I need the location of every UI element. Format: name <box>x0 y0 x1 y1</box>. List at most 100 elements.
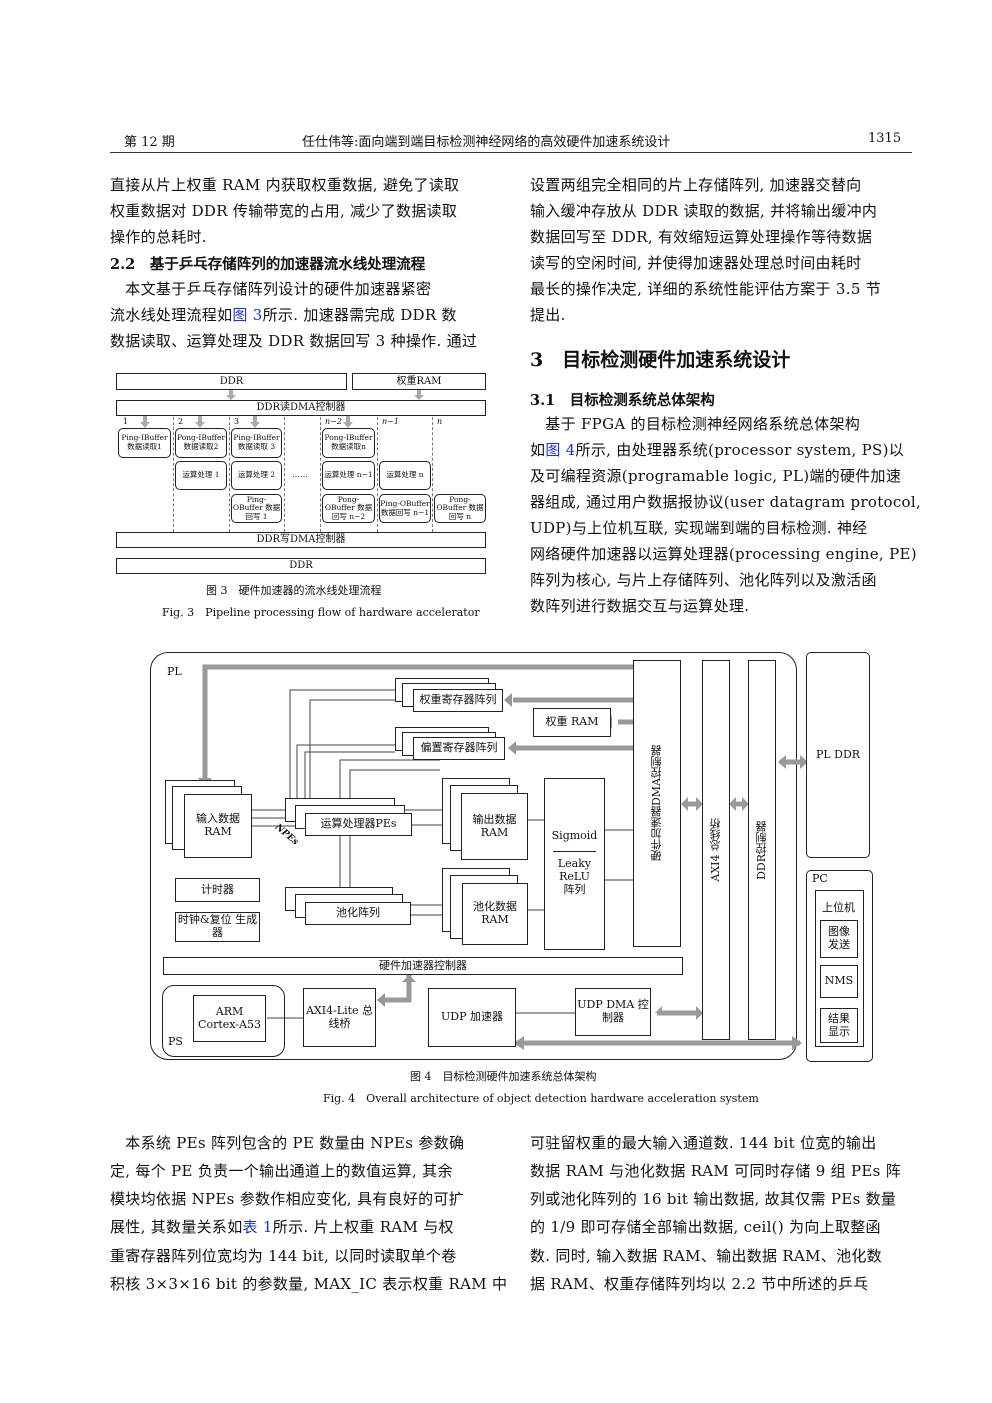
figure-4-caption-cn: 图 4 目标检测硬件加速系统总体架构 <box>410 1070 597 1083</box>
host-box <box>815 890 864 1047</box>
stage-box: Ping-IBuffer 数据读取1 <box>118 428 171 458</box>
text-line: 列或池化阵列的 16 bit 输出数据, 故其仅需 PEs 数量 <box>530 1190 897 1208</box>
stage-box: 运算处理 n <box>379 461 431 490</box>
text-line: 数据回写至 DDR, 有效缩短运算处理操作等待数据 <box>530 228 873 246</box>
stage-box: 运算处理 n−1 <box>322 461 375 490</box>
text-line: 操作的总耗时. <box>110 228 207 246</box>
udp-dma-controller: UDP DMA 控制器 <box>575 988 651 1036</box>
weight-register-array: 权重寄存器阵列 <box>413 689 503 712</box>
stage-label: n−1 <box>382 417 399 426</box>
output-data-ram: 输出数据 RAM <box>461 793 528 860</box>
arm-cortex-a53: ARM Cortex-A53 <box>193 995 266 1042</box>
hw-acc-dma-controller: 硬件加速器DMA控制器 <box>633 660 681 947</box>
section-heading-3-1: 3.1 目标检测系统总体架构 <box>530 392 715 409</box>
nms: NMS <box>820 965 858 998</box>
stage-label: 3 <box>234 417 240 426</box>
text-line: 数据读取、运算处理及 DDR 数据回写 3 种操作. 通过 <box>110 332 478 350</box>
text-line: 展性, 其数量关系如表 1所示. 片上权重 RAM 与权 <box>110 1217 454 1237</box>
text-line: 数. 同时, 输入数据 RAM、输出数据 RAM、池化数 <box>530 1247 882 1265</box>
clock-reset-generator: 时钟&复位 生成器 <box>175 912 260 942</box>
text-line: 的 1/9 即可存储全部输出数据, ceil() 为向上取整函 <box>530 1218 881 1236</box>
section-heading-2-2: 2.2 基于乒乓存储阵列的加速器流水线处理流程 <box>110 256 426 273</box>
text-line: 如图 4所示, 由处理器系统(processor system, PS)以 <box>530 440 904 460</box>
text-line: 重寄存器阵列位宽均为 144 bit, 以同时读取单个卷 <box>110 1247 457 1265</box>
text-line: 数据 RAM 与池化数据 RAM 可同时存储 9 组 PEs 阵 <box>530 1162 902 1180</box>
figure-3-caption-cn: 图 3 硬件加速器的流水线处理流程 <box>206 584 382 597</box>
stage-box: Ping-OBuffer 数据回写 1 <box>231 494 282 523</box>
ellipsis: …… <box>292 470 308 479</box>
text-line: 积核 3×3×16 bit 的参数量, MAX_IC 表示权重 RAM 中 <box>110 1275 508 1293</box>
ps-label: PS <box>168 1035 183 1048</box>
text: 展性, 其数量关系如 <box>110 1218 243 1236</box>
udp-accelerator: UDP 加速器 <box>428 988 516 1047</box>
ps-region <box>162 985 285 1057</box>
pc-region <box>806 870 873 1062</box>
axi4-bus-bridge: AXI4 总线桥 <box>702 660 730 1040</box>
divider <box>229 417 230 532</box>
header-rule <box>110 152 912 153</box>
figure-4-caption-en: Fig. 4 Overall architecture of object de… <box>323 1092 759 1105</box>
pe-array: 运算处理器PEs <box>305 813 412 836</box>
stage-label: n−2 <box>325 417 342 426</box>
timer: 计时器 <box>175 878 260 902</box>
leaky-relu-label: Leaky ReLU 阵列 <box>557 857 592 897</box>
pooling-array: 池化阵列 <box>305 902 411 925</box>
image-send: 图像 发送 <box>820 920 858 958</box>
text: 流水线处理流程如 <box>110 306 233 324</box>
divider <box>284 417 285 532</box>
text-line: 阵列为核心, 与片上存储阵列、池化阵列以及激活函 <box>530 571 877 589</box>
weight-ram: 权重 RAM <box>533 708 611 737</box>
text-line: 基于 FPGA 的目标检测神经网络系统总体架构 <box>530 415 861 433</box>
text-line: 本文基于乒乓存储阵列设计的硬件加速器紧密 <box>110 280 432 298</box>
text: 所示, 由处理器系统(processor system, PS)以 <box>575 441 905 459</box>
stage-box: Pong-OBuffer 数据回写 n−2 <box>322 494 375 523</box>
text-line: 及可编程资源(programable logic, PL)端的硬件加速 <box>530 467 902 485</box>
label: AXI4 总线桥 <box>708 818 722 882</box>
stage-box: Ping-IBuffer 数据读取 3 <box>231 428 282 458</box>
text-line: 定, 每个 PE 负责一个输出通道上的数值运算, 其余 <box>110 1162 453 1180</box>
text-line: 直接从片上权重 RAM 内获取权重数据, 避免了读取 <box>110 176 460 194</box>
figure-3-link[interactable]: 图 3 <box>232 306 263 324</box>
pl-region <box>150 652 797 1060</box>
figure-3-arrows <box>140 390 424 428</box>
divider <box>320 417 321 532</box>
stage-box: 运算处理 2 <box>231 461 282 490</box>
stage-box: Ping-OBuffer 数据回写 n−1 <box>379 494 431 523</box>
pooling-data-ram: 池化数据 RAM <box>462 883 528 945</box>
text-line: 数阵列进行数据交互与运算处理. <box>530 597 750 615</box>
text-line: 提出. <box>530 306 566 324</box>
text-line: 流水线处理流程如图 3所示. 加速器需完成 DDR 数 <box>110 305 457 325</box>
pc-label: PC <box>812 872 828 885</box>
stage-box: 运算处理 1 <box>175 461 227 490</box>
stage-label: 1 <box>123 417 129 426</box>
divider <box>377 417 378 532</box>
host-label: 上位机 <box>822 901 855 914</box>
text: 所示. 片上权重 RAM 与权 <box>272 1218 454 1236</box>
fig3-weight-ram-box: 权重RAM <box>352 373 486 390</box>
stage-box: Pong-IBuffer 数据读取n <box>322 428 375 458</box>
text-line: 据 RAM、权重存储阵列均以 2.2 节中所述的乒乓 <box>530 1275 869 1293</box>
text-line: 本系统 PEs 阵列包含的 PE 数量由 NPEs 参数确 <box>110 1134 465 1152</box>
fig3-read-dma-box: DDR读DMA控制器 <box>116 400 486 416</box>
stage-label: n <box>437 417 443 426</box>
fig3-ddr-box: DDR <box>116 373 347 390</box>
page-number: 1315 <box>868 131 902 146</box>
text-line: 设置两组完全相同的片上存储阵列, 加速器交替向 <box>530 176 862 194</box>
table-1-link[interactable]: 表 1 <box>242 1218 273 1236</box>
divider <box>553 851 596 852</box>
text-line: 读写的空闲时间, 并使得加速器处理总时间由耗时 <box>530 254 862 272</box>
text: 如 <box>530 441 546 459</box>
stage-label: 2 <box>178 417 184 426</box>
ddr-controller: DDR控制器 <box>748 660 776 1040</box>
pl-label: PL <box>167 665 182 678</box>
figure-3-caption-en: Fig. 3 Pipeline processing flow of hardw… <box>162 606 480 619</box>
figure-4-connections <box>198 664 808 1050</box>
text-line: 权重数据对 DDR 传输带宽的占用, 减少了数据读取 <box>110 202 458 220</box>
running-title: 任仕伟等:面向端到端目标检测神经网络的高效硬件加速系统设计 <box>302 135 671 150</box>
figure-4-link[interactable]: 图 4 <box>545 441 576 459</box>
fig3-ddr-bottom-box: DDR <box>116 558 486 574</box>
bias-register-array: 偏置寄存器阵列 <box>413 737 505 760</box>
text-line: 可驻留权重的最大输入通道数. 144 bit 位宽的输出 <box>530 1134 877 1152</box>
section-heading-3: 3 目标检测硬件加速系统设计 <box>530 349 791 371</box>
